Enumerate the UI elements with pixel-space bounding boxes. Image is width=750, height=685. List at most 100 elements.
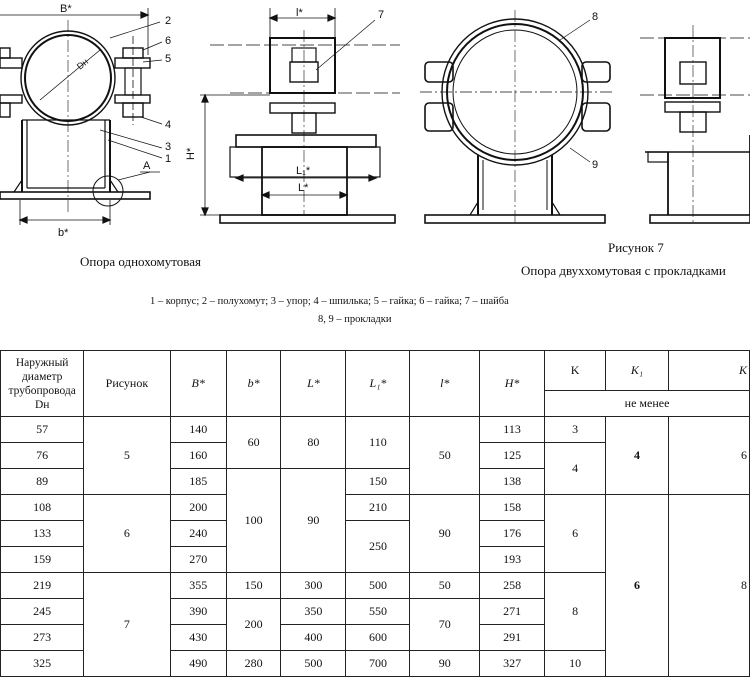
cell-K: 4 <box>544 442 607 495</box>
cell-l: 90 <box>409 650 481 677</box>
cell-B: 140 <box>169 416 227 443</box>
callout-7: 7 <box>378 9 384 21</box>
cell-b: 60 <box>225 416 282 469</box>
header-not-less: не менее <box>544 390 750 417</box>
cell-diameter: 133 <box>0 520 85 547</box>
cell-diameter: 245 <box>0 598 85 625</box>
cell-K1: 4 <box>605 416 669 495</box>
cell-L: 80 <box>280 416 347 469</box>
header-K1: K₁ <box>605 350 669 391</box>
cell-K: 10 <box>544 650 607 677</box>
cell-B: 355 <box>169 572 227 599</box>
cell-diameter: 76 <box>0 442 85 469</box>
cell-diameter: 57 <box>0 416 85 443</box>
table-row: 108 6 200 210 90 158 6 6 8 <box>0 494 750 677</box>
cell-L1: 250 <box>345 520 411 573</box>
cell-l: 50 <box>409 572 481 599</box>
cell-figure: 6 <box>83 494 171 573</box>
technical-drawing: B* Dн 2 6 5 4 3 1 A b* l* 7 H* L₁* L* 8 … <box>0 3 750 239</box>
cell-L1: 500 <box>345 572 411 599</box>
header-b: b* <box>225 350 282 417</box>
callout-8: 8 <box>592 11 598 23</box>
single-clamp-support-drawing <box>0 8 163 225</box>
cell-diameter: 108 <box>0 494 85 521</box>
table-row: 219 7 355 150 300 500 50 258 8 <box>0 572 750 677</box>
table-row: 133 240 250 176 <box>0 520 750 573</box>
cell-B: 270 <box>169 546 227 573</box>
cell-H: 113 <box>479 416 546 443</box>
cell-l: 50 <box>409 416 481 495</box>
cell-diameter: 159 <box>0 546 85 573</box>
header-l: l* <box>409 350 481 417</box>
header-K2: K <box>667 350 750 391</box>
cell-B: 390 <box>169 598 227 625</box>
cell-diameter: 89 <box>0 468 85 495</box>
cell-H: 125 <box>479 442 546 469</box>
cell-b: 200 <box>225 598 282 651</box>
table-row: 89 185 100 90 150 138 <box>0 468 750 573</box>
cell-L1: 210 <box>345 494 411 521</box>
cell-l: 90 <box>409 494 481 573</box>
header-K: K <box>544 350 607 391</box>
callout-3: 3 <box>165 141 171 153</box>
cell-b: 100 <box>225 468 282 573</box>
cell-diameter: 273 <box>0 624 85 651</box>
cell-B: 490 <box>169 650 227 677</box>
detail-A-label: A <box>143 160 151 172</box>
dim-b-label: b* <box>58 227 69 239</box>
callout-6: 6 <box>165 35 171 47</box>
cell-K: 6 <box>544 494 607 573</box>
header-L: L* <box>280 350 347 417</box>
cell-b: 150 <box>225 572 282 599</box>
cell-diameter: 219 <box>0 572 85 599</box>
cell-L1: 110 <box>345 416 411 469</box>
dim-l-label: l* <box>296 7 303 19</box>
cell-K2: 6 <box>667 416 750 495</box>
cell-b: 280 <box>225 650 282 677</box>
cell-H: 271 <box>479 598 546 625</box>
cell-B: 185 <box>169 468 227 495</box>
cell-L1: 700 <box>345 650 411 677</box>
cell-H: 138 <box>479 468 546 495</box>
cell-K: 3 <box>544 416 607 443</box>
dim-B-label: B* <box>60 3 72 15</box>
callout-5: 5 <box>165 53 171 65</box>
cell-diameter: 325 <box>0 650 85 677</box>
caption-single-clamp: Опора однохомутовая <box>80 254 201 269</box>
header-H: H* <box>479 350 546 417</box>
dim-H-label: H* <box>185 147 197 160</box>
cell-H: 327 <box>479 650 546 677</box>
callout-1: 1 <box>165 153 171 165</box>
double-clamp-support-drawing <box>420 10 615 225</box>
cell-K: 8 <box>544 572 607 651</box>
legend-line-2: 8, 9 – прокладки <box>318 314 392 325</box>
cell-L1: 150 <box>345 468 411 495</box>
side-view-drawing <box>200 8 400 224</box>
cell-K2: 8 <box>667 494 750 677</box>
dimensions-table: Наружный диаметр трубопровода Dн Рисунок… <box>0 350 750 677</box>
cell-H: 193 <box>479 546 546 573</box>
cell-figure: 7 <box>83 572 171 677</box>
cell-figure: 5 <box>83 416 171 495</box>
header-figure: Рисунок <box>83 350 171 417</box>
cell-B: 160 <box>169 442 227 469</box>
partial-side-view-drawing <box>640 25 750 225</box>
figure-title: Рисунок 7 <box>608 240 664 255</box>
caption-double-clamp: Опора двуххомутовая с прокладками <box>521 263 726 278</box>
cell-B: 240 <box>169 520 227 547</box>
dim-L-label: L* <box>298 182 309 194</box>
cell-l: 70 <box>409 598 481 651</box>
header-L1: L₁* <box>345 350 411 417</box>
cell-H: 176 <box>479 520 546 547</box>
table-row: 325 490 280 500 700 90 327 10 <box>0 650 750 677</box>
cell-L: 350 <box>280 598 347 625</box>
callout-2: 2 <box>165 15 171 27</box>
header-outer-diameter: Наружный диаметр трубопровода Dн <box>0 350 85 417</box>
cell-L1: 600 <box>345 624 411 651</box>
cell-L1: 550 <box>345 598 411 625</box>
cell-H: 291 <box>479 624 546 651</box>
cell-K1: 6 <box>605 494 669 677</box>
table-row: 57 5 140 60 80 110 50 113 3 4 6 <box>0 416 750 495</box>
dim-L1-label: L₁* <box>296 165 311 177</box>
callout-9: 9 <box>592 159 598 171</box>
